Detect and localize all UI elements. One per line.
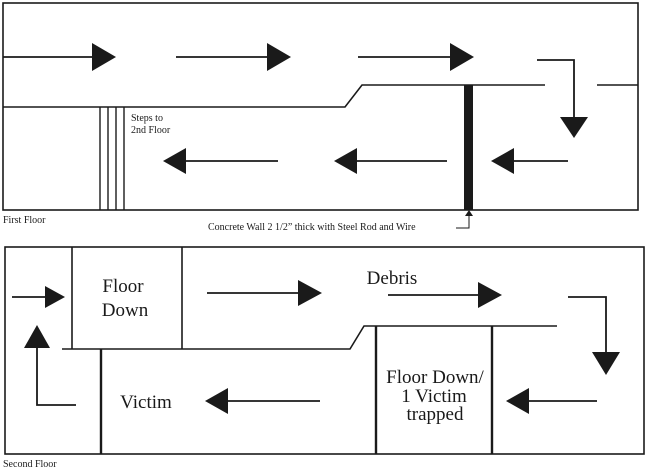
first-floor-arrow-right-2 bbox=[176, 43, 291, 71]
second-floor-outline bbox=[4, 246, 645, 455]
first-floor-plan: Steps to 2nd Floor bbox=[2, 2, 639, 233]
floor-down-label-line1: Floor bbox=[102, 276, 144, 297]
second-floor-arrow-left-2 bbox=[205, 388, 320, 414]
trapped-label-line3: trapped bbox=[407, 404, 464, 425]
second-floor-plan: Floor Down Debris Victim Floor Down/ 1 V… bbox=[3, 246, 645, 470]
second-floor-arrow-right-entry bbox=[12, 286, 65, 308]
second-floor-caption: Second Floor bbox=[3, 459, 57, 470]
second-floor-arrow-right-2 bbox=[388, 282, 502, 308]
first-floor-arrow-left-2 bbox=[334, 148, 447, 174]
second-floor-arrow-turn-up bbox=[24, 325, 76, 406]
first-floor-corridor-wall bbox=[3, 84, 545, 108]
concrete-wall-note: Concrete Wall 2 1/2” thick with Steel Ro… bbox=[208, 222, 416, 233]
first-floor-arrow-left-3 bbox=[163, 148, 278, 174]
staircase bbox=[99, 107, 125, 210]
second-floor-corridor-wall bbox=[62, 325, 557, 350]
first-floor-arrow-turn-down bbox=[537, 59, 588, 138]
trapped-label-line2: 1 Victim bbox=[401, 386, 467, 407]
first-floor-arrow-right-1 bbox=[3, 43, 116, 71]
victim-label: Victim bbox=[120, 392, 172, 413]
second-floor-arrow-turn-down bbox=[568, 296, 620, 375]
debris-label: Debris bbox=[367, 268, 418, 289]
steps-label-line1: Steps to bbox=[131, 113, 163, 124]
concrete-wall bbox=[464, 85, 473, 210]
floor-down-label-line2: Down bbox=[102, 300, 149, 321]
steps-label-line2: 2nd Floor bbox=[131, 125, 171, 136]
first-floor-arrow-right-3 bbox=[358, 43, 474, 71]
first-floor-caption: First Floor bbox=[3, 215, 46, 226]
first-floor-arrow-left-1 bbox=[491, 148, 568, 174]
wall-note-pointer bbox=[456, 210, 473, 229]
trapped-label-line1: Floor Down/ bbox=[386, 367, 484, 388]
second-floor-arrow-right-1 bbox=[207, 280, 322, 306]
second-floor-arrow-left-1 bbox=[506, 388, 597, 414]
